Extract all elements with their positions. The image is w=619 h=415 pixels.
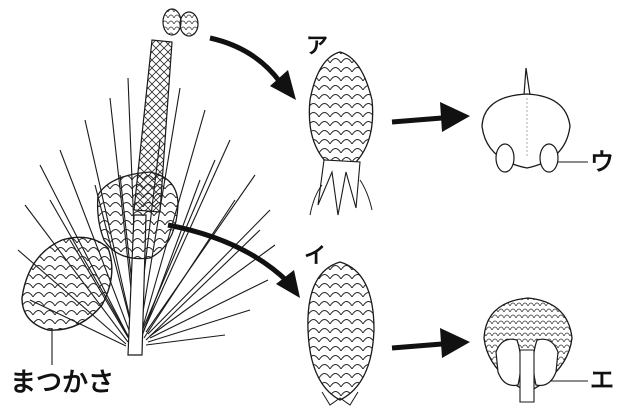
scale-u (482, 68, 570, 172)
scale-e (484, 298, 572, 402)
label-a: ア (306, 36, 328, 58)
female-flowers (163, 9, 198, 36)
pine-cone (22, 237, 112, 330)
cone-a (309, 52, 372, 215)
cone-i (308, 262, 374, 405)
label-cone: まつかさ (10, 370, 114, 396)
arrow-a-to-u-head (440, 102, 470, 132)
label-e: エ (590, 368, 614, 392)
arrow-to-a (210, 38, 280, 82)
arrow-a-to-u (392, 118, 442, 122)
label-u: ウ (590, 150, 614, 174)
arrow-i-to-e (392, 344, 442, 348)
male-flower-cluster (98, 172, 178, 259)
arrow-i-to-e-head (440, 328, 470, 358)
label-i: イ (304, 246, 326, 268)
